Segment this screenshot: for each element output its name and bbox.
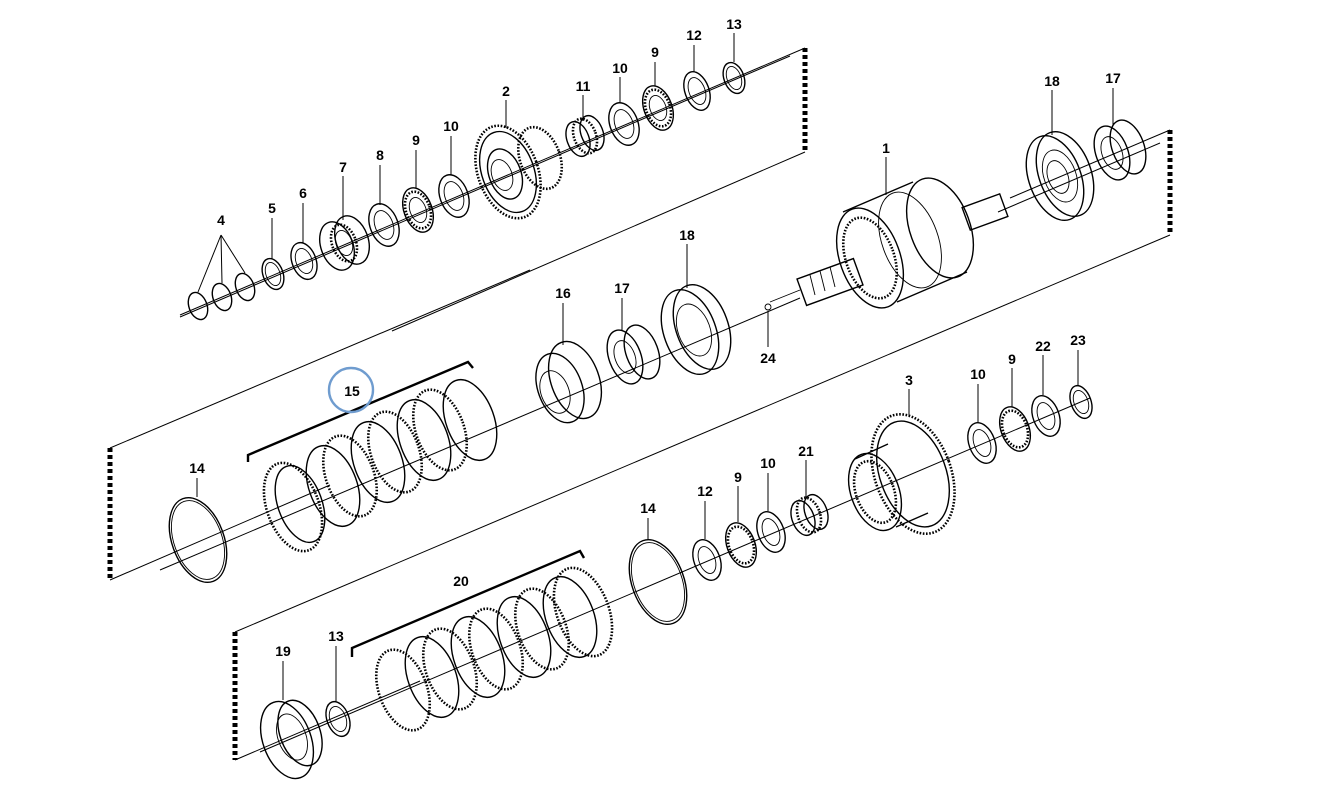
needle-bearing-21 — [790, 493, 829, 537]
label-16: 16 — [555, 285, 571, 301]
label-5: 5 — [268, 200, 276, 216]
frame-top — [179, 47, 808, 332]
washer-22 — [1031, 395, 1061, 437]
label-23: 23 — [1070, 332, 1086, 348]
label-9d: 9 — [734, 469, 742, 485]
label-8: 8 — [376, 147, 384, 163]
label-22: 22 — [1035, 338, 1051, 354]
needle-thrust-9d — [724, 522, 758, 568]
highlight-ring — [327, 366, 375, 414]
circlip-5 — [261, 257, 285, 291]
circlip-23 — [1069, 384, 1093, 420]
label-18a: 18 — [1044, 73, 1060, 89]
needle-thrust-9c — [998, 406, 1032, 452]
snap-rings-4 — [187, 272, 256, 321]
frame-middle — [107, 129, 1173, 633]
label-13a: 13 — [726, 16, 742, 32]
piston-16 — [535, 340, 603, 424]
brace-15 — [246, 360, 474, 462]
label-10d: 10 — [760, 455, 776, 471]
bearing-18b — [660, 284, 732, 375]
label-10a: 10 — [443, 118, 459, 134]
label-1: 1 — [882, 140, 890, 156]
label-12b: 12 — [697, 483, 713, 499]
circlip-13a — [722, 61, 746, 95]
label-3: 3 — [905, 372, 913, 388]
label-21: 21 — [798, 443, 814, 459]
ball-bearing-7 — [319, 215, 370, 271]
brace-20 — [350, 549, 586, 657]
callout-labels: 4 5 6 7 8 9 10 2 11 10 9 12 13 1 18 17 1… — [189, 16, 1121, 659]
leader-lines — [196, 33, 1114, 701]
label-2: 2 — [502, 83, 510, 99]
bearing-18a — [1025, 131, 1095, 221]
label-19: 19 — [275, 643, 291, 659]
label-17b: 17 — [614, 280, 630, 296]
needle-bearing-11 — [565, 114, 605, 158]
label-9b: 9 — [651, 44, 659, 60]
washer-12b — [692, 539, 722, 581]
clutch-drum-shaft-1 — [796, 177, 1009, 309]
label-12a: 12 — [686, 27, 702, 43]
main-axis — [997, 142, 1161, 213]
piston-19 — [259, 699, 323, 780]
race-17a — [1093, 119, 1147, 181]
label-10b: 10 — [612, 60, 628, 76]
label-9a: 9 — [412, 132, 420, 148]
label-18b: 18 — [679, 227, 695, 243]
label-14b: 14 — [640, 500, 656, 516]
label-10c: 10 — [970, 366, 986, 382]
label-11: 11 — [576, 78, 591, 94]
seal-24 — [764, 289, 801, 311]
middle-axis — [159, 297, 801, 571]
washer-10a — [438, 174, 470, 218]
washer-10c — [967, 422, 997, 464]
needle-thrust-9a — [401, 187, 435, 233]
washer-10d — [756, 511, 786, 553]
gear-3 — [847, 413, 956, 535]
label-9c: 9 — [1008, 351, 1016, 367]
top-axis — [179, 55, 791, 318]
circlip-13b — [325, 700, 351, 738]
label-15: 15 — [344, 383, 360, 399]
label-24: 24 — [760, 350, 776, 366]
gear-2 — [474, 124, 564, 220]
label-20: 20 — [453, 573, 469, 589]
washer-8 — [368, 203, 400, 247]
needle-thrust-9b — [641, 85, 675, 131]
label-17a: 17 — [1105, 70, 1121, 86]
washer-10b — [608, 102, 640, 146]
washer-6 — [290, 241, 318, 281]
washer-12a — [683, 71, 711, 111]
label-7: 7 — [339, 159, 347, 175]
label-14a: 14 — [189, 460, 205, 476]
ring-14b — [628, 539, 688, 625]
bottom-axis — [259, 397, 1091, 753]
label-4: 4 — [217, 212, 225, 228]
clutch-pack-20 — [374, 566, 614, 732]
ring-14a — [168, 497, 228, 583]
label-13b: 13 — [328, 628, 344, 644]
race-17b — [606, 324, 661, 385]
label-6: 6 — [299, 185, 307, 201]
